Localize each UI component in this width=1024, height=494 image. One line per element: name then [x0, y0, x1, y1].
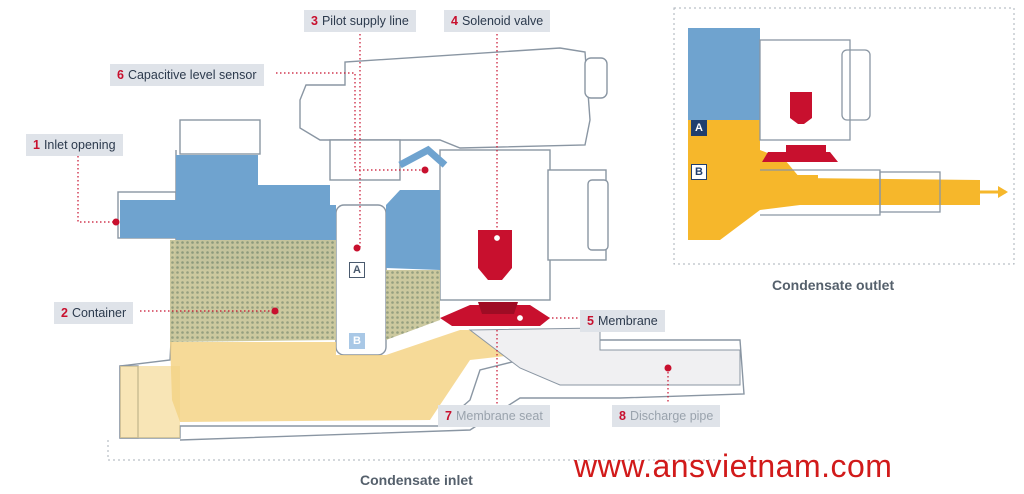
label-number: 8	[619, 409, 626, 423]
container-band	[170, 240, 336, 342]
leader-lines	[77, 34, 669, 404]
label-number: 4	[451, 14, 458, 28]
leader-dots	[112, 166, 672, 372]
level-marker-a-inset: A	[691, 120, 707, 136]
outlet-inset	[688, 28, 1008, 250]
level-marker-a-main: A	[349, 262, 365, 278]
label-number: 3	[311, 14, 318, 28]
label-number: 7	[445, 409, 452, 423]
condensate-region	[170, 330, 560, 422]
solenoid-plunger	[478, 230, 512, 280]
label-text: Container	[71, 306, 127, 320]
website-url: www.ansvietnam.com	[574, 448, 893, 484]
label-number: 5	[587, 314, 594, 328]
label-number: 2	[61, 306, 68, 320]
label-text: Membrane	[597, 314, 658, 328]
label-number: 6	[117, 68, 124, 82]
caption-condensate-outlet: Condensate outlet	[772, 277, 895, 293]
caption-condensate-inlet: Condensate inlet	[360, 472, 473, 488]
label-text: Membrane seat	[455, 409, 543, 423]
label-text: Solenoid valve	[461, 14, 544, 28]
level-marker-b-inset: B	[691, 164, 707, 180]
label-number: 1	[33, 138, 40, 152]
label-text: Discharge pipe	[629, 409, 714, 423]
label-text: Pilot supply line	[321, 14, 409, 28]
label-text: Inlet opening	[43, 138, 116, 152]
level-marker-b-main: B	[349, 333, 365, 349]
label-text: Capacitive level sensor	[127, 68, 257, 82]
